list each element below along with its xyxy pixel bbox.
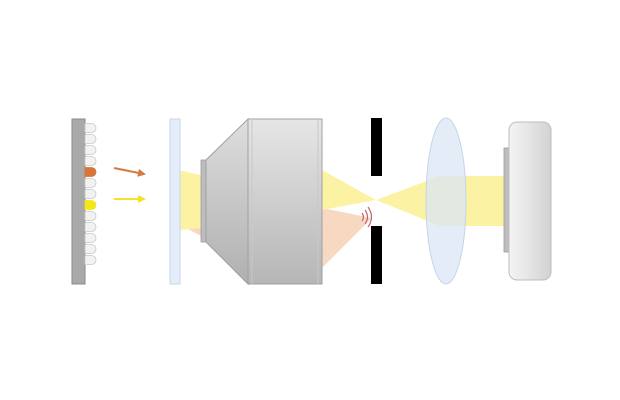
diffuser-plate (169, 118, 181, 285)
light-beams (178, 170, 508, 268)
led-bulb (84, 255, 97, 265)
led-bulb (84, 134, 97, 144)
led-backplate (71, 118, 86, 285)
camera-body (508, 121, 552, 281)
objective-cone (205, 117, 249, 286)
led-bulb (84, 222, 97, 232)
camera-sensor (503, 121, 552, 281)
yellow-beam-entry (178, 170, 205, 230)
orange-beam-exit (322, 208, 372, 268)
led-bulb (84, 244, 97, 254)
led-array (71, 118, 97, 285)
led-bulb (84, 233, 97, 243)
led-bulb-lit (84, 167, 97, 177)
led-bulb (84, 123, 97, 133)
led-bulb (84, 189, 97, 199)
led-bulb-lit (84, 200, 97, 210)
objective-lens (200, 117, 323, 286)
yellow-beam-diverge (376, 176, 440, 226)
yellow-beam-converge (322, 170, 376, 210)
objective-front-ring (200, 159, 207, 243)
slit-lower-blade (371, 226, 382, 284)
led-bulb (84, 145, 97, 155)
led-bulb (84, 211, 97, 221)
wireless-signal-icon (361, 206, 373, 228)
orange-arrow (113, 167, 146, 177)
aperture-slit (371, 118, 382, 284)
led-bulb (84, 156, 97, 166)
slit-upper-blade (371, 118, 382, 176)
focusing-lens (425, 117, 467, 285)
objective-body (247, 118, 323, 285)
led-bulb (84, 178, 97, 188)
